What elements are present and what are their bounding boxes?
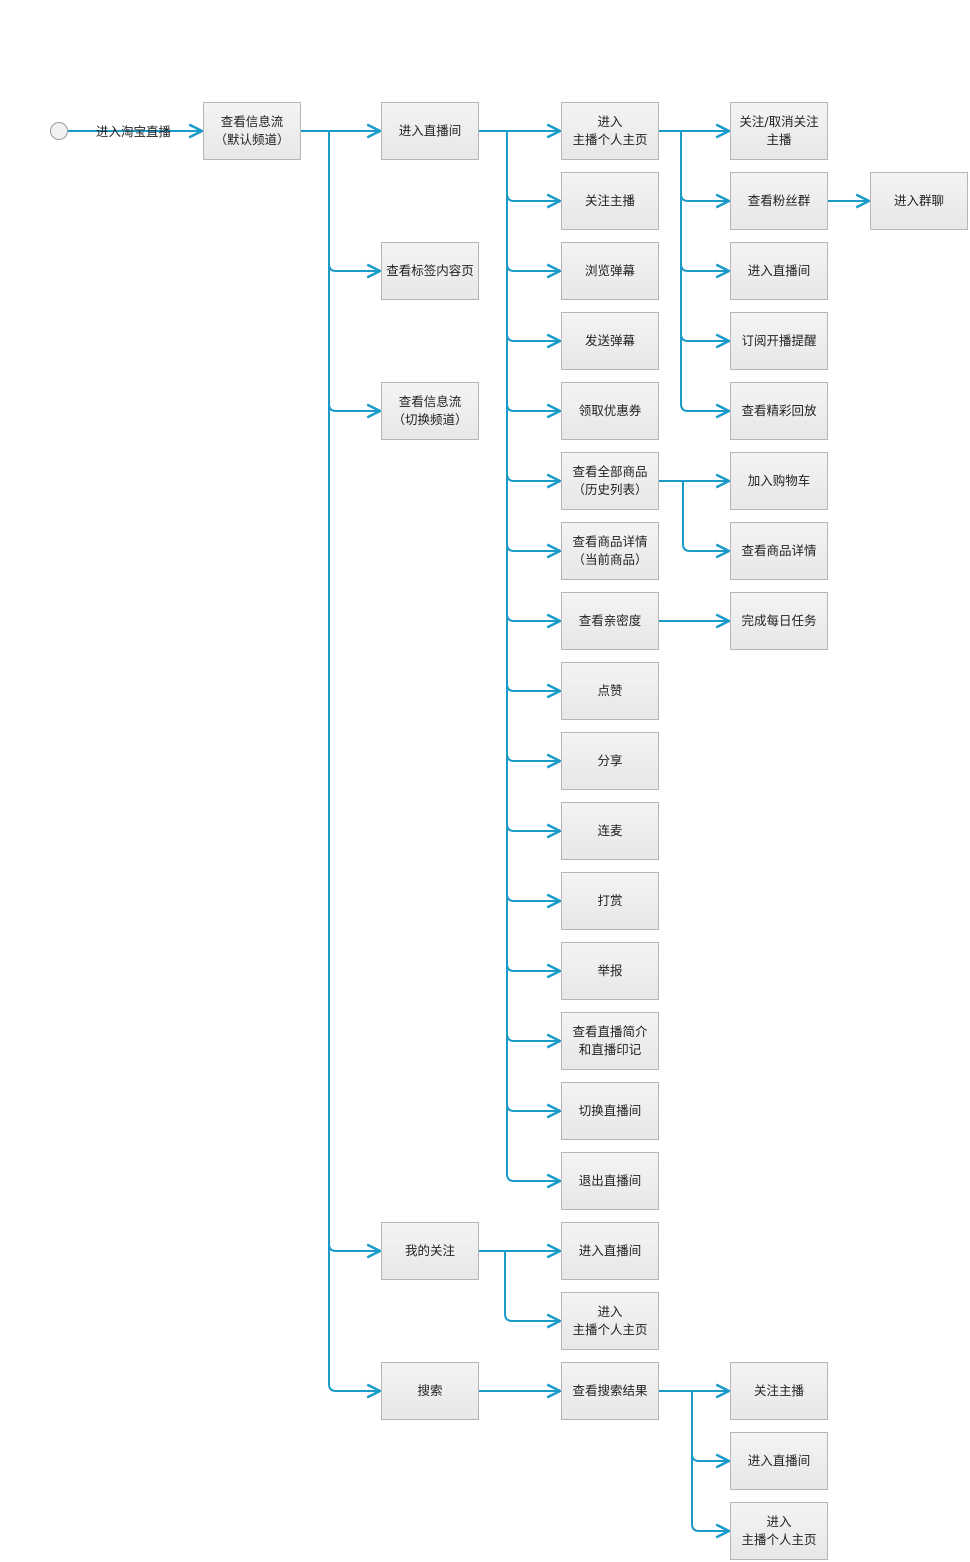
- connector-arrow: [680, 131, 729, 411]
- flow-node-share: 分享: [561, 732, 659, 790]
- flow-node-mic: 连麦: [561, 802, 659, 860]
- flow-node-fan-group: 查看粉丝群: [730, 172, 828, 230]
- flow-node-search-results: 查看搜索结果: [561, 1362, 659, 1420]
- flow-node-my-follow: 我的关注: [381, 1222, 479, 1280]
- flow-node-goods-detail: 查看商品详情: [730, 522, 828, 580]
- flow-node-highlights: 查看精彩回放: [730, 382, 828, 440]
- flow-node-send-danmaku: 发送弹幕: [561, 312, 659, 370]
- connector-arrow: [506, 131, 560, 481]
- flow-node-add-cart: 加入购物车: [730, 452, 828, 510]
- connector-arrow: [506, 131, 560, 341]
- flow-node-my-follow-host-home: 进入 主播个人主页: [561, 1292, 659, 1350]
- flow-node-intimacy: 查看亲密度: [561, 592, 659, 650]
- flow-node-host-home: 进入 主播个人主页: [561, 102, 659, 160]
- connector-arrow: [328, 131, 380, 1251]
- flow-node-search-host-home: 进入 主播个人主页: [730, 1502, 828, 1560]
- flow-node-host-home-enter-live: 进入直播间: [730, 242, 828, 300]
- flow-node-daily-tasks: 完成每日任务: [730, 592, 828, 650]
- connector-arrow: [680, 131, 729, 341]
- flow-node-feed-switch: 查看信息流 （切换频道）: [381, 382, 479, 440]
- connector-arrow: [506, 131, 560, 1181]
- connector-arrow: [504, 1251, 560, 1321]
- flow-node-search: 搜索: [381, 1362, 479, 1420]
- connector-arrow: [328, 131, 380, 1391]
- connector-arrow: [506, 131, 560, 901]
- connector-arrow: [691, 1391, 729, 1461]
- connector-arrow: [328, 131, 380, 271]
- flow-node-exit-live: 退出直播间: [561, 1152, 659, 1210]
- flow-node-like: 点赞: [561, 662, 659, 720]
- flow-node-enter-live: 进入直播间: [381, 102, 479, 160]
- flow-node-search-follow-host: 关注主播: [730, 1362, 828, 1420]
- flow-node-search-enter-live: 进入直播间: [730, 1432, 828, 1490]
- flow-node-follow-host: 关注主播: [561, 172, 659, 230]
- flow-node-intro: 查看直播简介 和直播印记: [561, 1012, 659, 1070]
- flow-node-my-follow-enter-live: 进入直播间: [561, 1222, 659, 1280]
- start-node-circle: [50, 122, 68, 140]
- flow-node-report: 举报: [561, 942, 659, 1000]
- flow-node-subscribe: 订阅开播提醒: [730, 312, 828, 370]
- connector-arrow: [506, 131, 560, 201]
- connector-arrow: [691, 1391, 729, 1531]
- flow-node-browse-danmaku: 浏览弹幕: [561, 242, 659, 300]
- flow-node-reward: 打赏: [561, 872, 659, 930]
- flow-node-feed-default: 查看信息流 （默认频道）: [203, 102, 301, 160]
- flow-node-tag-page: 查看标签内容页: [381, 242, 479, 300]
- flow-node-get-coupon: 领取优惠券: [561, 382, 659, 440]
- connector-arrow: [506, 131, 560, 621]
- flow-node-group-chat: 进入群聊: [870, 172, 968, 230]
- connector-arrow: [506, 131, 560, 1041]
- flow-node-all-goods: 查看全部商品 （历史列表）: [561, 452, 659, 510]
- flow-node-follow-toggle: 关注/取消关注 主播: [730, 102, 828, 160]
- flow-node-goods-detail-current: 查看商品详情 （当前商品）: [561, 522, 659, 580]
- start-node-label: 进入淘宝直播: [96, 124, 172, 139]
- connector-arrow: [680, 131, 729, 201]
- flow-node-switch-live: 切换直播间: [561, 1082, 659, 1140]
- connector-arrow: [682, 481, 729, 551]
- connector-arrow: [506, 131, 560, 761]
